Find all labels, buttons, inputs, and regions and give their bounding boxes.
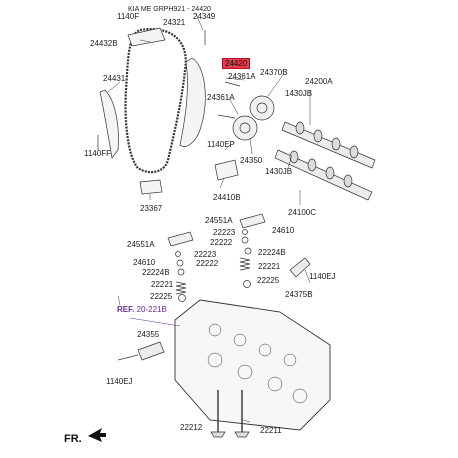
timing-chain	[124, 27, 187, 174]
label-24349[interactable]: 24349	[193, 12, 216, 21]
label-22212[interactable]: 22212	[180, 423, 203, 432]
label-1430jb-1[interactable]: 1430JB	[285, 89, 313, 98]
label-1140f-top[interactable]: 1140F	[117, 12, 140, 21]
label-1140ej-2[interactable]: 1140EJ	[106, 377, 133, 386]
cam-sprocket-exhaust	[232, 115, 258, 141]
bracket-23367	[139, 179, 163, 195]
label-22222-1[interactable]: 22222	[210, 238, 233, 247]
cylinder-head	[174, 299, 331, 431]
label-24432b[interactable]: 24432B	[90, 39, 118, 48]
label-1140ep[interactable]: 1140EP	[207, 140, 235, 149]
chain-guide-left	[99, 89, 119, 159]
reference-prefix: REF.	[117, 305, 135, 314]
label-24610-2[interactable]: 24610	[133, 258, 156, 267]
label-22223-1[interactable]: 22223	[213, 228, 236, 237]
label-22224b-2[interactable]: 22224B	[142, 268, 170, 277]
label-24361a-2[interactable]: 24361A	[207, 93, 235, 102]
rocker-arm-2	[167, 231, 194, 247]
front-marker: FR.	[64, 433, 82, 445]
reference-link[interactable]: REF. 20-221B	[117, 305, 167, 314]
top-guide	[127, 27, 166, 47]
label-22222-2[interactable]: 22222	[196, 259, 219, 268]
label-24100c[interactable]: 24100C	[288, 208, 317, 217]
label-24355[interactable]: 24355	[137, 330, 160, 339]
label-23367[interactable]: 23367	[140, 204, 163, 213]
label-22221-2[interactable]: 22221	[151, 280, 174, 289]
camshaft-exhaust	[274, 149, 373, 201]
label-22224b-1[interactable]: 22224B	[258, 248, 286, 257]
label-1430jb-2[interactable]: 1430JB	[265, 167, 293, 176]
cam-sprocket-intake	[249, 95, 275, 121]
label-24420-highlighted[interactable]: 24420	[222, 58, 251, 69]
label-24350[interactable]: 24350	[240, 156, 263, 165]
label-24375b[interactable]: 24375B	[285, 290, 313, 299]
front-arrow	[88, 428, 106, 442]
valve-spring-1	[239, 257, 251, 271]
label-24200a[interactable]: 24200A	[305, 77, 333, 86]
label-22225-2[interactable]: 22225	[150, 292, 173, 301]
label-1140ej-1[interactable]: 1140EJ	[309, 272, 336, 281]
label-24431[interactable]: 24431	[103, 74, 126, 83]
label-24321[interactable]: 24321	[163, 18, 186, 27]
diagram-header: KIA ME GRPH921 - 24420	[128, 6, 211, 13]
reference-code: 20-221B	[136, 305, 167, 314]
ocv-24375b	[289, 257, 311, 278]
valve-spring-2	[175, 281, 187, 295]
label-24551a-1[interactable]: 24551A	[205, 216, 233, 225]
actuator-24355	[137, 341, 165, 361]
label-24610-1[interactable]: 24610	[272, 226, 295, 235]
label-24370b[interactable]: 24370B	[260, 68, 288, 77]
label-24551a-2[interactable]: 24551A	[127, 240, 155, 249]
label-24361a-1[interactable]: 24361A	[228, 72, 256, 81]
label-22225-1[interactable]: 22225	[257, 276, 280, 285]
label-22211[interactable]: 22211	[260, 426, 282, 435]
label-24410b[interactable]: 24410B	[213, 193, 241, 202]
label-1140ff[interactable]: 1140FF	[84, 149, 111, 158]
rocker-arm-1	[239, 213, 266, 229]
label-22223-2[interactable]: 22223	[194, 250, 217, 259]
tensioner-arm	[179, 57, 206, 147]
label-22221-1[interactable]: 22221	[258, 262, 281, 271]
tensioner-24410b	[214, 159, 239, 181]
